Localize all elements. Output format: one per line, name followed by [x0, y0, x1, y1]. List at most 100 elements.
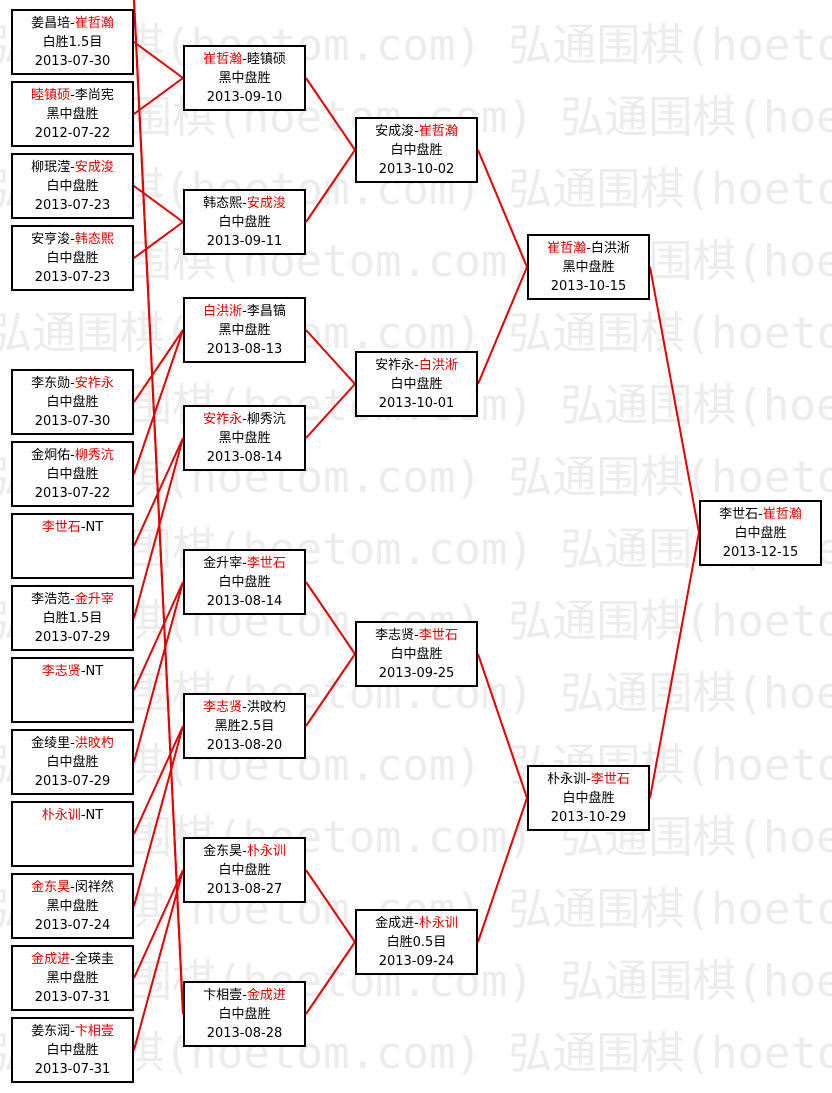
bracket-connector-line	[133, 329, 184, 475]
match-box-round-2: 白洪淅-李昌镐黑中盘胜 2013-08-13	[183, 297, 306, 363]
match-players: 柳珉滢-安成浚	[13, 158, 132, 177]
bracket-connector-line	[133, 0, 184, 1015]
players-separator: -	[70, 88, 75, 103]
match-players: 朴永训-NT	[13, 806, 132, 825]
player-white: 朴永训	[418, 916, 458, 931]
match-date: 2013-08-14	[206, 450, 283, 465]
player-black: 崔哲瀚	[547, 241, 587, 256]
bracket-connector-line	[133, 581, 184, 763]
match-players: 姜东润-卞相壹	[13, 1022, 132, 1041]
player-black: 朴永训	[547, 772, 587, 787]
match-players: 安祚永-柳秀沆	[185, 410, 304, 429]
player-white: 李世石	[418, 628, 458, 643]
match-result: 黑中盘胜	[218, 323, 271, 338]
match-date: 2013-10-29	[550, 810, 627, 825]
match-date	[13, 844, 132, 863]
player-black: 韩态熙	[203, 196, 243, 211]
players-separator: -	[414, 358, 419, 373]
match-result: 白中盘胜	[46, 1043, 99, 1058]
match-players: 朴永训-李世石	[529, 770, 648, 789]
match-box-round-1: 朴永训-NT	[11, 801, 134, 867]
match-players: 金绫里-洪旼杓	[13, 734, 132, 753]
player-black: 李志贤	[203, 700, 243, 715]
match-date: 2013-09-11	[206, 234, 283, 249]
players-separator: -	[70, 592, 75, 607]
match-players: 安成浚-崔哲瀚	[357, 122, 476, 141]
match-result: 黑中盘胜	[46, 107, 99, 122]
players-separator: -	[70, 1024, 75, 1039]
player-white: 朴永训	[246, 844, 286, 859]
player-white: NT	[85, 520, 104, 535]
match-result: 白胜1.5目	[42, 611, 103, 626]
match-result: 白中盘胜	[46, 179, 99, 194]
match-result: 黑中盘胜	[218, 71, 271, 86]
match-players: 安亨浚-韩态熙	[13, 230, 132, 249]
players-separator: -	[70, 952, 75, 967]
match-players: 李志贤-洪旼杓	[185, 698, 304, 717]
player-white: 李世石	[590, 772, 630, 787]
players-separator: -	[586, 241, 591, 256]
match-date: 2013-09-25	[378, 666, 455, 681]
bracket-connector-line	[305, 869, 356, 943]
match-result: 黑中盘胜	[562, 260, 615, 275]
match-players: 卞相壹-金成进	[185, 986, 304, 1005]
players-separator: -	[70, 232, 75, 247]
bracket-connector-line	[305, 77, 356, 151]
match-date: 2013-12-15	[722, 544, 799, 560]
match-date: 2013-10-15	[550, 279, 627, 294]
match-result: 白中盘胜	[390, 377, 443, 392]
match-result: 白中盘胜	[218, 215, 271, 230]
player-black: 姜东润	[31, 1024, 71, 1039]
player-white: 金升宰	[74, 592, 114, 607]
match-date: 2013-08-13	[206, 342, 283, 357]
players-separator: -	[80, 808, 86, 823]
match-result: 白胜1.5目	[42, 35, 103, 50]
match-players: 金东昊-闵祥然	[13, 878, 132, 897]
match-date	[13, 700, 132, 719]
match-result: 黑中盘胜	[46, 899, 99, 914]
match-result: 白中盘胜	[562, 791, 615, 806]
player-black: 白洪淅	[203, 304, 243, 319]
players-separator: -	[242, 844, 247, 859]
bracket-connector-line	[477, 266, 528, 385]
players-separator: -	[242, 556, 247, 571]
bracket-connector-line	[477, 797, 528, 943]
players-separator: -	[242, 412, 247, 427]
bracket-connector-line	[305, 329, 356, 385]
players-separator: -	[414, 628, 419, 643]
player-black: 李世石	[41, 520, 81, 535]
player-white: 卞相壹	[74, 1024, 114, 1039]
match-players: 金炯佑-柳秀沆	[13, 446, 132, 465]
bracket-connector-line	[133, 41, 184, 79]
match-players: 姜昌培-崔哲瀚	[13, 14, 132, 33]
players-separator: -	[242, 988, 247, 1003]
bracket-connector-line	[477, 653, 528, 799]
player-black: 朴永训	[41, 808, 81, 823]
match-players: 睦镇硕-李尚宪	[13, 86, 132, 105]
player-white: 洪旼杓	[74, 736, 114, 751]
bracket-connector-line	[133, 329, 184, 403]
player-black: 李世石	[719, 506, 759, 522]
watermark-text: 弘通围棋(hoetom.com) 弘通围棋(hoetom.com)	[0, 308, 832, 359]
match-date: 2013-10-01	[378, 396, 455, 411]
player-black: 安成浚	[375, 124, 415, 139]
match-players: 李世石-NT	[13, 518, 132, 537]
player-white: 李世石	[246, 556, 286, 571]
players-separator: -	[242, 304, 247, 319]
match-box-round-4: 崔哲瀚-白洪淅黑中盘胜 2013-10-15	[527, 234, 650, 300]
players-separator: -	[70, 736, 75, 751]
player-white: 白洪淅	[590, 241, 630, 256]
player-white: 洪旼杓	[246, 700, 286, 715]
player-white: 安成浚	[74, 160, 114, 175]
bracket-connector-line	[649, 266, 700, 533]
players-separator: -	[414, 124, 419, 139]
player-white: 李尚宪	[74, 88, 114, 103]
match-players: 崔哲瀚-睦镇硕	[185, 50, 304, 69]
match-result: 黑胜2.5目	[214, 719, 275, 734]
player-white: 李昌镐	[246, 304, 286, 319]
